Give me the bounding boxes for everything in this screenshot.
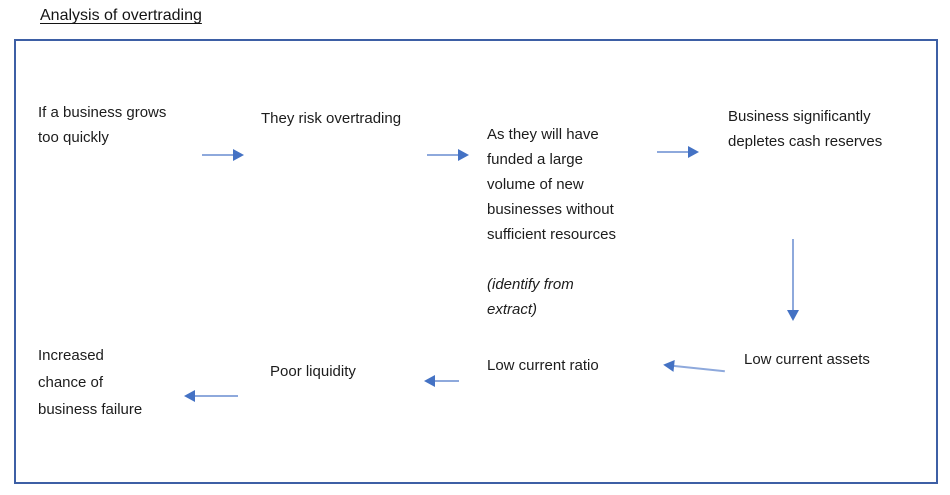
flow-step-grows-too-quickly: If a business grows too quickly xyxy=(38,104,167,146)
flow-step-funded-large-volume: As they will have funded a large volume … xyxy=(487,97,672,347)
arrow-head xyxy=(424,375,435,387)
arrow-head xyxy=(662,358,675,372)
arrow-head xyxy=(787,310,799,321)
arrow-shaft xyxy=(427,154,460,156)
flow-step-low-current-ratio: Low current ratio xyxy=(487,357,599,374)
arrow-shaft xyxy=(672,364,725,373)
flow-step-depletes-cash-reserves: Business significantly depletes cash res… xyxy=(728,108,883,150)
arrow-shaft xyxy=(792,239,794,311)
arrow-ratio-to-liquidity-icon xyxy=(424,375,459,387)
flow-step-increased-failure-chance: Increased chance of business failure xyxy=(38,347,143,418)
arrow-head xyxy=(184,390,195,402)
flow-step-identify-from-extract-note: (identify from extract) xyxy=(487,276,574,318)
arrow-funded-to-depletes-icon xyxy=(657,146,699,158)
arrow-shaft xyxy=(193,395,238,397)
flow-step-risk-overtrading: They risk overtrading xyxy=(261,110,402,127)
flow-step-poor-liquidity: Poor liquidity xyxy=(270,363,356,380)
arrow-head xyxy=(233,149,244,161)
diagram-frame xyxy=(14,39,938,484)
flow-step-low-current-assets: Low current assets xyxy=(744,351,870,368)
arrow-liquidity-to-failure-icon xyxy=(184,390,238,402)
arrow-depletes-to-assets-icon xyxy=(787,239,799,321)
page-title: Analysis of overtrading xyxy=(40,7,202,24)
flow-step-funded-large-volume-text: As they will have funded a large volume … xyxy=(487,126,616,243)
arrow-risk-to-funded-icon xyxy=(427,149,469,161)
arrow-shaft xyxy=(657,151,690,153)
arrow-head xyxy=(458,149,469,161)
arrow-shaft xyxy=(202,154,235,156)
arrow-grow-to-risk-icon xyxy=(202,149,244,161)
arrow-shaft xyxy=(433,380,459,382)
arrow-head xyxy=(688,146,699,158)
